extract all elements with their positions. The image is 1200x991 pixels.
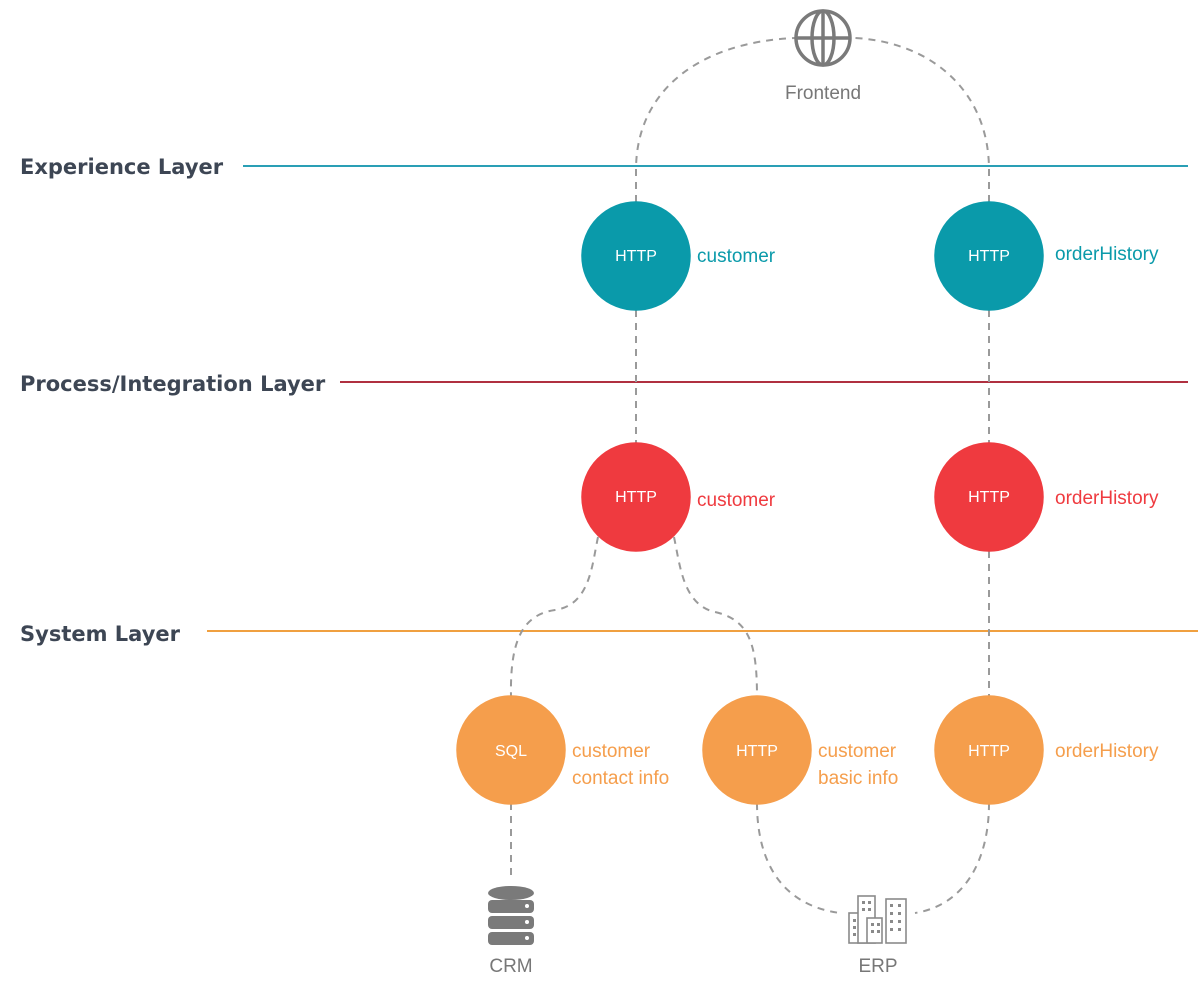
sys-basic-label-line1: customer (818, 741, 897, 762)
connector-sys-orderhistory-to-erp (914, 802, 990, 914)
crm-label: CRM (489, 956, 532, 977)
proc-customer-label: customer (697, 490, 776, 511)
proc-orderhistory-protocol: HTTP (968, 489, 1010, 506)
sys-basic-node[interactable]: HTTP (702, 695, 812, 805)
connector-proc-customer-to-contact (509, 536, 599, 698)
exp-orderhistory-protocol: HTTP (968, 248, 1010, 265)
sys-contact-node[interactable]: SQL (456, 695, 566, 805)
sys-contact-label-line2: contact info (572, 768, 669, 789)
sys-basic-circle (702, 695, 812, 805)
proc-customer-protocol: HTTP (615, 489, 657, 506)
frontend-label: Frontend (785, 83, 861, 104)
sys-orderhistory-label: orderHistory (1055, 741, 1159, 762)
sys-orderhistory-protocol: HTTP (968, 743, 1010, 760)
sys-orderhistory-node[interactable]: HTTP (934, 695, 1044, 805)
proc-orderhistory-node[interactable]: HTTP (934, 442, 1044, 552)
system-layer-label: System Layer (20, 622, 181, 646)
globe-icon (794, 9, 852, 67)
erp-label: ERP (858, 956, 897, 977)
connector-proc-customer-to-basic (673, 536, 758, 698)
exp-customer-circle (581, 201, 691, 311)
sys-contact-label-line1: customer (572, 741, 651, 762)
proc-customer-node[interactable]: HTTP (581, 442, 691, 552)
proc-customer-circle (581, 442, 691, 552)
experience-layer-label: Experience Layer (20, 155, 224, 179)
connector-frontend-to-orderhistory (854, 37, 990, 202)
sys-contact-protocol: SQL (495, 743, 527, 760)
database-icon (488, 886, 534, 945)
proc-orderhistory-circle (934, 442, 1044, 552)
sys-contact-circle (456, 695, 566, 805)
sys-basic-label-line2: basic info (818, 768, 898, 789)
proc-orderhistory-label: orderHistory (1055, 488, 1159, 509)
connector-basic-to-erp (756, 802, 841, 914)
connector-frontend-to-customer (635, 37, 796, 202)
exp-orderhistory-node[interactable]: HTTP (934, 201, 1044, 311)
process-layer-label: Process/Integration Layer (20, 372, 326, 396)
exp-customer-protocol: HTTP (615, 248, 657, 265)
exp-customer-label: customer (697, 246, 776, 267)
sys-orderhistory-circle (934, 695, 1044, 805)
buildings-icon (848, 895, 907, 944)
exp-customer-node[interactable]: HTTP (581, 201, 691, 311)
exp-orderhistory-circle (934, 201, 1044, 311)
exp-orderhistory-label: orderHistory (1055, 244, 1159, 265)
sys-basic-protocol: HTTP (736, 743, 778, 760)
